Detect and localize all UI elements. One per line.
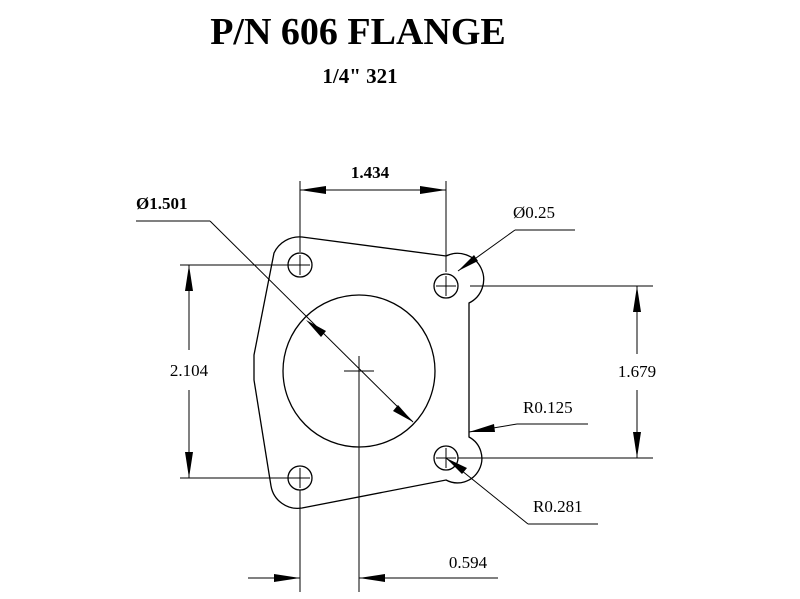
dim-offset-bottom: 0.594	[248, 386, 498, 592]
dim-height-left: 2.104	[170, 264, 290, 479]
dim-bore-diameter: Ø1.501	[136, 194, 414, 423]
dim-hole-spacing-top-label: 1.434	[351, 163, 390, 182]
bolt-hole-top-right	[433, 273, 459, 299]
dim-height-right-label: 1.679	[618, 362, 656, 381]
material-spec: 1/4" 321	[322, 64, 397, 88]
flange-outline	[253, 236, 485, 510]
dim-bore-diameter-label: Ø1.501	[136, 194, 187, 213]
dim-height-left-label: 2.104	[170, 361, 209, 380]
drawing-title: P/N 606 FLANGE	[210, 11, 506, 53]
bolt-hole-top-left	[287, 252, 313, 278]
dim-hole-spacing-top: 1.434	[299, 163, 447, 272]
dim-outer-radius: R0.281	[445, 457, 598, 525]
dim-hole-diameter: Ø0.25	[457, 203, 575, 272]
dim-inner-radius-label: R0.125	[523, 398, 573, 417]
dim-offset-bottom-label: 0.594	[449, 553, 488, 572]
dim-outer-radius-label: R0.281	[533, 497, 583, 516]
dim-height-right: 1.679	[458, 285, 656, 459]
bolt-hole-bottom-left	[287, 465, 313, 491]
dim-inner-radius: R0.125	[468, 398, 588, 433]
dim-hole-diameter-label: Ø0.25	[513, 203, 555, 222]
